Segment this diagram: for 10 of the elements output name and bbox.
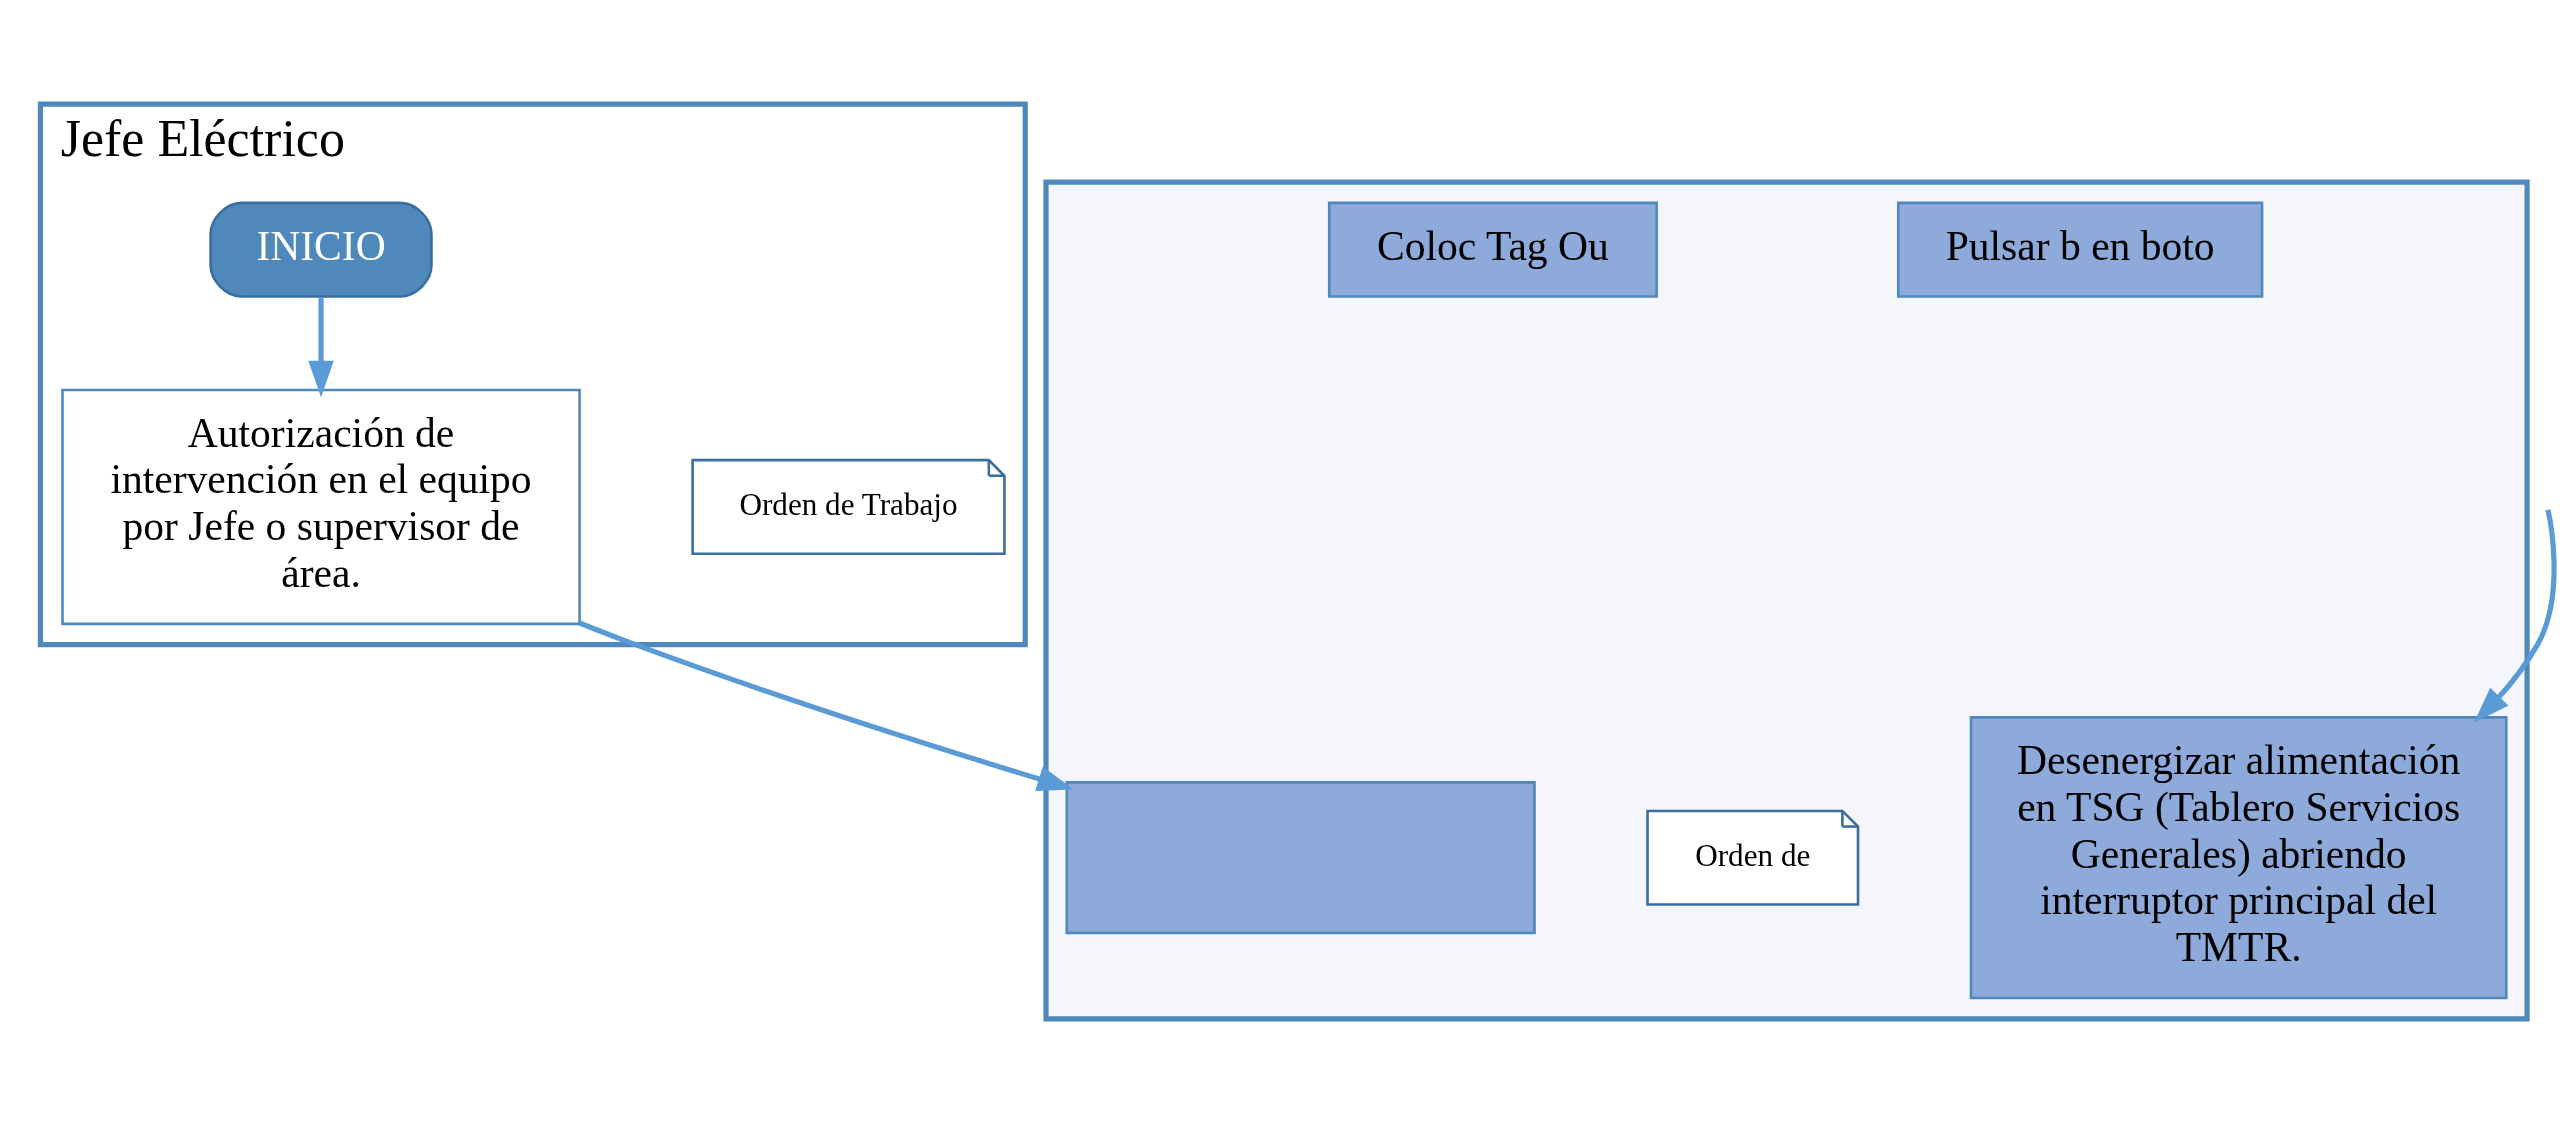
arrow (2473, 509, 2557, 723)
node-box: Autorización de intervención en el equipo por Jefe o supervisor de área. (61, 388, 581, 626)
arrow (579, 620, 1074, 792)
node-box: INICIO (209, 201, 433, 298)
cluster (1043, 179, 2530, 1022)
node-box: Pulsar b en boto (1896, 201, 2264, 298)
node-box: Coloc Tag Ou (1327, 201, 1658, 298)
node-box (1065, 781, 1536, 935)
arrow (308, 297, 334, 398)
node-box: Desenergizar alimentación en TSG (Tablero Servicios Generales) abriendo interruptor principal del TMTR. (1969, 716, 2508, 1000)
